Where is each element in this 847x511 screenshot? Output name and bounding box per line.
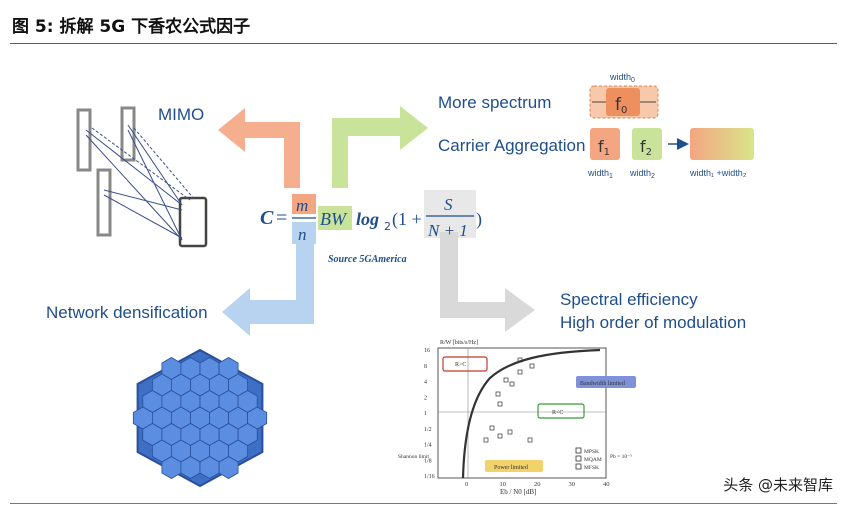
- watermark: 头条 @未来智库: [723, 476, 833, 494]
- mini-x-tick: 10: [500, 481, 507, 488]
- mini-chart-point: [529, 363, 535, 369]
- formula-log: log: [356, 209, 379, 229]
- width1-label: width1: [587, 168, 613, 180]
- f0-label: f0: [615, 95, 627, 116]
- antenna-left: [76, 108, 92, 172]
- mini-y-tick: 2: [424, 395, 427, 401]
- mini-chart-region-bandwidth-label: Bandwidth limited: [580, 381, 625, 387]
- mini-y-tick: 4: [424, 380, 427, 386]
- formula-source: Source 5GAmerica: [328, 254, 407, 265]
- phone-icon: [178, 196, 208, 248]
- mini-chart-region-practical-label: R<C: [552, 410, 563, 416]
- mini-chart-x-ticks: 0 10 20 30 40: [465, 481, 610, 488]
- label-network-densification: Network densification: [46, 303, 208, 322]
- mini-chart-region-power-label: Power limited: [494, 465, 528, 471]
- formula-bw-box: [318, 206, 352, 230]
- mini-chart-region-bandwidth: [576, 376, 636, 388]
- shannon-formula: C = m n BW log 2 (1 + S N + 1 ) Source 5…: [260, 190, 482, 265]
- legend-pb: Pb = 10⁻⁵: [610, 454, 632, 460]
- bottom-divider: [10, 503, 837, 504]
- label-carrier-aggregation: Carrier Aggregation: [438, 136, 585, 155]
- arrow-spectrum: [332, 106, 428, 188]
- mini-y-tick: 1: [424, 411, 427, 417]
- formula-m: m: [296, 196, 308, 215]
- antenna-bottom: [96, 168, 112, 237]
- mini-y-tick: 16: [424, 348, 430, 354]
- mini-chart-annotation: Shannon limit: [398, 454, 429, 460]
- mini-chart-point: [509, 381, 515, 387]
- label-high-order-modulation: High order of modulation: [560, 313, 746, 332]
- label-more-spectrum: More spectrum: [438, 93, 551, 112]
- aggregated-block: [690, 128, 754, 160]
- mini-chart-point: [483, 437, 489, 443]
- mini-x-tick: 20: [534, 481, 541, 488]
- title-divider: [10, 43, 837, 44]
- antenna-right: [120, 106, 136, 162]
- f2-block: [632, 128, 662, 160]
- mini-chart-region-rc: [442, 356, 488, 372]
- mini-x-tick: 30: [569, 481, 576, 488]
- mini-y-tick: 1/4: [424, 443, 432, 449]
- arrow-mimo: [218, 108, 300, 188]
- formula-s: S: [444, 195, 453, 214]
- formula-n1: N + 1: [427, 221, 468, 240]
- spectral-efficiency-chart: R/W [bits/s/Hz] Eb / N0 [dB] Shannon lim…: [398, 340, 636, 496]
- mini-chart-ylabel: R/W [bits/s/Hz]: [440, 340, 478, 346]
- spectrum-blocks: width0 f0 f1 f2 width1 width2 width₁ +wi…: [587, 72, 754, 180]
- label-spectral-efficiency: Spectral efficiency: [560, 290, 698, 309]
- mini-chart-point: [497, 401, 503, 407]
- mini-chart-y-ticks: 16 8 4 2 1 1/2 1/4 1/8 1/16: [424, 348, 435, 480]
- mini-chart-point: [527, 437, 533, 443]
- mini-chart-point: [495, 391, 501, 397]
- mini-x-tick: 0: [465, 481, 468, 488]
- arrow-spectral-efficiency: [440, 232, 535, 332]
- formula-m-box: [292, 194, 316, 214]
- mimo-beams: [85, 124, 196, 241]
- width2-label: width2: [629, 168, 655, 180]
- mini-chart-point: [517, 357, 523, 363]
- arrow-densification: [222, 238, 314, 336]
- mini-chart-shannon-curve: [461, 348, 601, 479]
- mini-chart-point: [497, 433, 503, 439]
- width-sum-label: width₁ +width₂: [689, 168, 747, 178]
- legend-mfsk: MFSK: [584, 465, 599, 471]
- mini-y-tick: 1/16: [424, 474, 435, 480]
- formula-snr-box: [424, 190, 476, 238]
- mini-y-tick: 8: [424, 364, 427, 370]
- f2-label: f2: [640, 137, 652, 158]
- network-densification-hexagons: [132, 348, 268, 488]
- formula-log-base: 2: [384, 220, 391, 233]
- formula-eq: =: [276, 207, 287, 229]
- formula-c: C: [260, 207, 274, 229]
- mimo-illustration: [76, 106, 208, 248]
- hex-cell: [218, 456, 239, 479]
- formula-close: ): [476, 209, 482, 230]
- mini-chart-region-rc-label: R>C: [455, 362, 466, 368]
- mini-chart-point: [507, 429, 513, 435]
- mini-chart-legend: MPSK MQAM MFSK Pb = 10⁻⁵: [575, 447, 632, 471]
- formula-open: (1 +: [392, 209, 422, 230]
- mini-y-tick: 1/8: [424, 458, 432, 464]
- figure-title: 图 5: 拆解 5G 下香农公式因子: [12, 17, 251, 37]
- formula-n: n: [298, 225, 307, 244]
- formula-n-box: [292, 222, 316, 244]
- mini-chart-region-power: [485, 460, 543, 472]
- mini-x-tick: 40: [603, 481, 610, 488]
- f0-block: [606, 88, 640, 116]
- formula-bw: BW: [320, 209, 348, 229]
- mini-chart-xlabel: Eb / N0 [dB]: [500, 488, 536, 496]
- mini-chart-region-practical: [537, 403, 585, 419]
- f1-block: [590, 128, 620, 160]
- mini-chart-points: [483, 357, 535, 443]
- legend-mqam: MQAM: [584, 457, 602, 463]
- mini-chart-point: [517, 369, 523, 375]
- mini-chart-point: [489, 425, 495, 431]
- width0-label: width0: [609, 72, 635, 84]
- f1-label: f1: [598, 137, 610, 158]
- legend-mpsk: MPSK: [584, 449, 599, 455]
- mini-chart-point: [503, 377, 509, 383]
- label-mimo: MIMO: [158, 105, 204, 124]
- mini-y-tick: 1/2: [424, 427, 432, 433]
